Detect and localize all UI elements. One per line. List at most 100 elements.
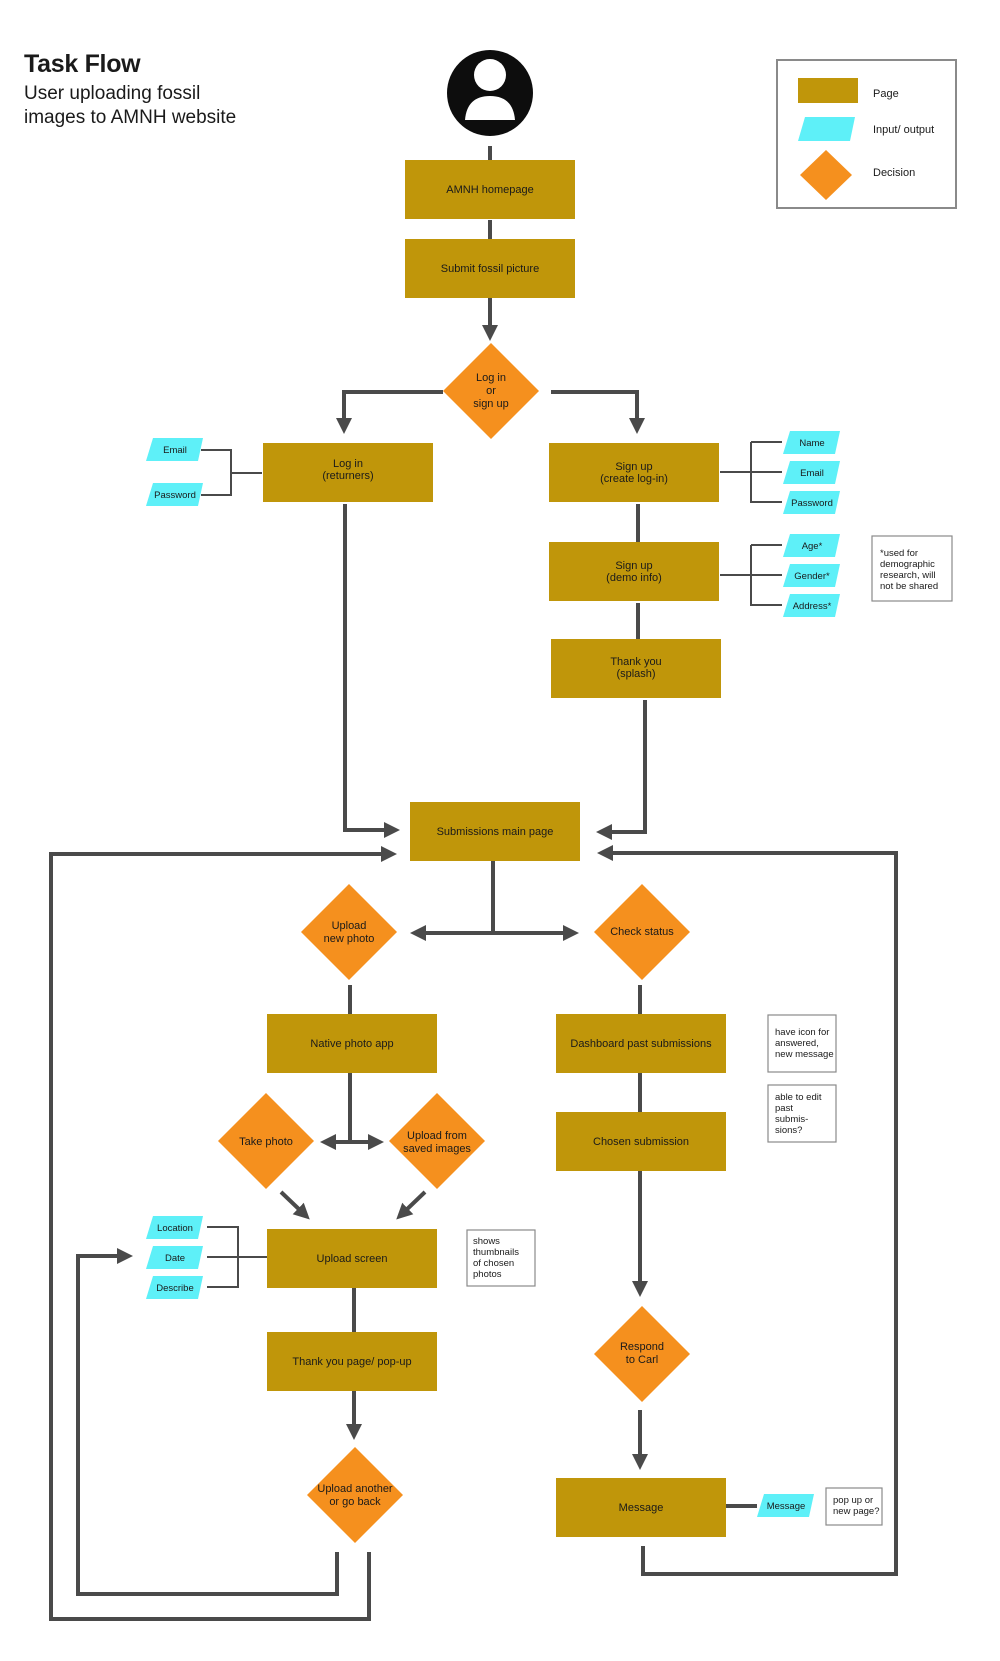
io-location-label: Location [157,1223,193,1234]
input-brackets [201,441,782,1288]
io-demo-gender: Gender* [783,564,840,587]
note-thumbnails: shows thumbnails of chosen photos [466,1229,536,1287]
page-splash-line-2: (splash) [616,668,655,680]
io-signup-email: Email [783,461,840,484]
note-icon-line-2: answered, [775,1038,819,1049]
page-popup-label: Thank you page/ pop-up [292,1356,411,1368]
page-homepage-label: AMNH homepage [446,184,533,196]
page-thankyou-splash: Thank you (splash) [551,639,721,698]
decision-saved-line-1: Upload from [407,1130,467,1142]
io-signup-name: Name [783,431,840,454]
io-login-email-label: Email [163,445,187,456]
page-demo-line-2: (demo info) [606,572,662,584]
note-edit-past: able to edit past submis- sions? [767,1084,837,1143]
decision-upload-line-2: new photo [324,933,375,945]
page-homepage: AMNH homepage [405,160,575,219]
decision-login-line-2: or [486,385,496,397]
bracket-login [201,449,262,496]
page-signup-demo: Sign up (demo info) [549,542,719,601]
io-describe-label: Describe [156,1283,194,1294]
io-signup-password: Password [783,491,840,514]
connectors [49,146,898,1621]
note-thumbnails-line-3: of chosen [473,1258,514,1269]
io-demo-age-label: Age* [802,541,823,552]
io-demo-age: Age* [783,534,840,557]
note-icon-line-1: have icon for [775,1027,829,1038]
note-edit-line-3: submis- [775,1114,808,1125]
note-demographic-line-3: research, will [880,570,935,581]
page-submit-label: Submit fossil picture [441,263,539,275]
bracket-signup [720,441,782,503]
io-demo-gender-label: Gender* [794,571,830,582]
decision-respond-carl: Respond to Carl [594,1306,690,1402]
decision-nodes: Log in or sign up Upload new photo Check… [218,343,690,1543]
note-demographic-line-4: not be shared [880,581,938,592]
io-upload-describe: Describe [146,1276,203,1299]
decision-login-signup: Log in or sign up [443,343,539,439]
decision-upload-line-1: Upload [332,920,367,932]
connector-loop-submissions-right [597,845,898,1576]
page-dashboard-label: Dashboard past submissions [570,1038,712,1050]
page-submit-fossil: Submit fossil picture [405,239,575,298]
connector-login-submissions [343,504,400,838]
page-chosen-submission: Chosen submission [556,1112,726,1171]
page-dashboard: Dashboard past submissions [556,1014,726,1073]
io-login-password-label: Password [154,490,196,501]
page-thankyou-popup: Thank you page/ pop-up [267,1332,437,1391]
bracket-upload [207,1226,267,1288]
legend-page-swatch [798,78,858,103]
note-edit-line-2: past [775,1103,793,1114]
decision-take-photo-label: Take photo [239,1136,293,1148]
io-date-label: Date [165,1253,185,1264]
decision-login-line-3: sign up [473,398,508,410]
io-login-password: Password [146,483,203,506]
note-popup-line-2: new page? [833,1506,879,1517]
note-boxes: *used for demographic research, will not… [466,535,953,1526]
connector-saved-upload [396,1190,427,1220]
decision-upload-another: Upload another or go back [307,1447,403,1543]
note-thumbnails-line-2: thumbnails [473,1247,519,1258]
decision-upload-new: Upload new photo [301,884,397,980]
io-signup-name-label: Name [799,438,824,449]
note-thumbnails-line-4: photos [473,1269,502,1280]
connector-thankyou-submissions [596,700,647,840]
io-demo-address: Address* [783,594,840,617]
decision-status-label: Check status [610,926,674,938]
decision-upload-saved: Upload from saved images [389,1093,485,1189]
decision-respond-line-1: Respond [620,1341,664,1353]
connector-loop-upload-screen [76,1248,339,1596]
page-login-line-1: Log in [333,458,363,470]
page-submissions-label: Submissions main page [437,826,554,838]
page-chosen-label: Chosen submission [593,1136,689,1148]
note-demographic-line-2: demographic [880,559,935,570]
io-signup-email-label: Email [800,468,824,479]
io-upload-date: Date [146,1246,203,1269]
decision-saved-line-2: saved images [403,1143,471,1155]
decision-another-line-1: Upload another [317,1483,393,1495]
connector-decision-signup [551,390,645,434]
io-message-label: Message [767,1501,806,1512]
decision-check-status: Check status [594,884,690,980]
decision-login-line-1: Log in [476,372,506,384]
note-icon-line-3: new message [775,1049,834,1060]
page-submissions-main: Submissions main page [410,802,580,861]
connector-takephoto-upload [279,1190,310,1220]
page-splash-line-1: Thank you [610,656,661,668]
note-icon-answered: have icon for answered, new message [767,1014,837,1073]
subtitle-line-1: User uploading fossil [24,83,201,104]
note-demographic-line-1: *used for [880,548,918,559]
page-native-label: Native photo app [310,1038,393,1050]
page-demo-line-1: Sign up [615,560,652,572]
page-upload-label: Upload screen [317,1253,388,1265]
subtitle-line-2: images to AMNH website [24,107,237,128]
legend-decision-label: Decision [873,167,915,179]
legend-decision-swatch [800,150,852,200]
io-message: Message [757,1494,814,1517]
note-popup-line-1: pop up or [833,1495,873,1506]
note-demographic: *used for demographic research, will not… [871,535,953,602]
page-title: Task Flow [24,50,141,78]
legend-io-label: Input/ output [873,124,934,136]
page-native-photo: Native photo app [267,1014,437,1073]
legend-page-label: Page [873,88,899,100]
